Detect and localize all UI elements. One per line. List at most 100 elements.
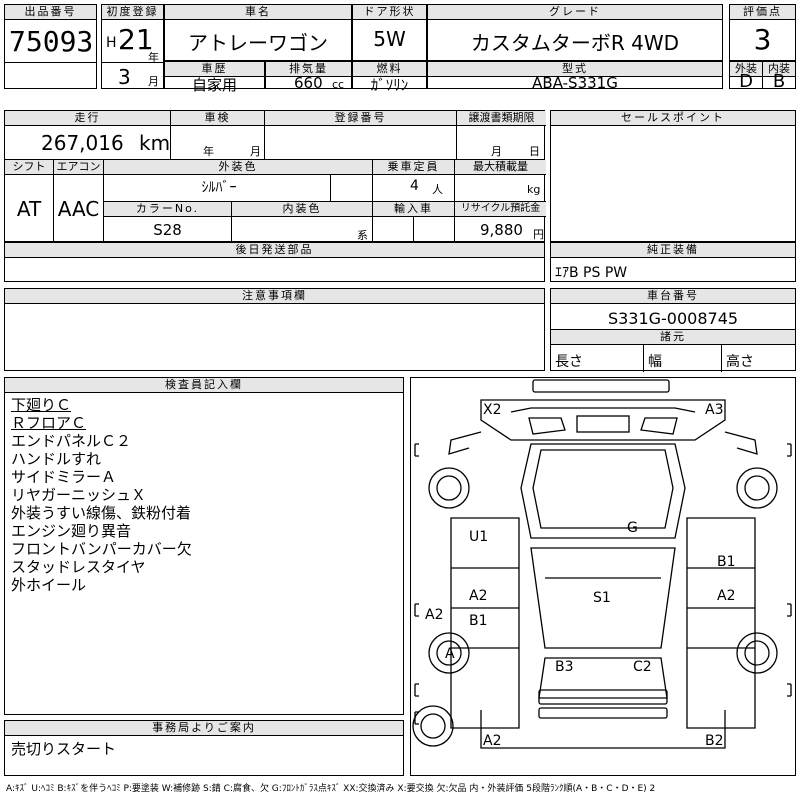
grade: カスタムターボR 4WD [470,31,680,55]
chassis-cell: 車台番号 S331G-0008745 諸元 長さ 幅 高さ [550,288,796,372]
fuel-label: 燃料 [353,62,426,77]
door-label: ドア形状 [353,5,426,20]
mark-g: G [627,520,638,536]
inspector-label: 検査員記入欄 [5,378,403,393]
int-rating-cell: 内装 B [762,61,796,92]
office-text: 売切りスタート [11,740,117,758]
mark-a2-left-side: A2 [469,588,487,604]
model: ABA-S331G [532,74,618,92]
length-label: 長さ [555,354,583,370]
note-item: 下廻りＣ [11,396,72,414]
dims-label: 諸元 [551,330,795,345]
inspector-notes: 下廻りＣ ＲフロアＣ エンドパネルＣ２ ハンドルすれ サイドミラーＡ リヤガーニ… [11,396,192,594]
registration-label: 登録番号 [265,111,456,126]
car-diagram-cell: X2 A3 G U1 B1 A2 S1 A2 B1 A2 A B3 C2 A2 … [410,377,796,776]
car-diagram: X2 A3 G U1 B1 A2 S1 A2 B1 A2 A B3 C2 A2 … [412,379,792,749]
recycle-deposit: 9,880 [480,221,523,239]
month-unit: 月 [148,75,159,88]
mark-a3: A3 [705,402,723,418]
legend: A:ｷｽﾞ U:ﾍｺﾐ B:ｷｽﾞを伴うﾍｺﾐ P:要塗装 W:補修跡 S:錆 … [6,784,656,794]
interior-color-label: 内装色 [232,202,372,217]
score: 3 [753,23,772,56]
lot-number: 75093 [9,25,94,58]
registration-year: 21 [118,23,154,56]
history-cell: 車歴 自家用 [164,61,265,94]
mark-u1: U1 [469,529,488,545]
import-label: 輸入車 [373,202,454,217]
first-registration-label: 初度登録 [102,5,163,20]
ext-rating-label: 外装 [730,62,762,77]
first-registration-cell: 初度登録 H 21 年 3 月 [101,4,164,89]
mark-a2-left-edge: A2 [425,607,443,623]
note-item: 外装うすい線傷、鉄粉付着 [11,504,192,522]
air-conditioner: AAC [57,197,100,221]
chassis-number: S331G-0008745 [607,309,739,328]
mark-c2: C2 [633,659,652,675]
note-item: スタッドレスタイヤ [11,558,146,576]
color-number: S28 [153,221,182,239]
displacement-cell: 排気量 660 cc [265,61,352,92]
era: H [106,35,117,51]
history: 自家用 [191,76,237,94]
mark-b2: B2 [705,733,724,749]
inspection-month-unit: 月 [250,145,261,158]
seats: 4 [410,178,419,194]
equipment-cell: 純正装備 ｴｱB PS PW [550,242,796,282]
displacement-label: 排気量 [266,62,351,77]
caution-label: 注意事項欄 [5,289,544,304]
inspection-year-unit: 年 [203,145,214,158]
fuel-cell: 燃料 ｶﾞｿﾘﾝ [352,61,427,94]
mark-b1-right: B1 [717,554,736,570]
mark-a2-right: A2 [717,588,735,604]
door-type: 5W [373,27,406,51]
sales-point-cell: セールスポイント [550,110,796,242]
lot-number-cell: 出品番号 75093 [4,4,97,89]
ext-rating: D [739,71,753,92]
note-item: 外ホイール [11,576,87,594]
model-label: 型式 [428,62,722,77]
width-label: 幅 [648,354,662,370]
inspection-label: 車検 [171,111,264,126]
seats-unit: 人 [432,183,443,196]
note-item: エンジン廻り異音 [11,522,132,540]
equipment-label: 純正装備 [551,243,795,258]
car-name: アトレーワゴン [188,31,328,55]
mileage: 267,016 [41,131,124,155]
mark-b3: B3 [555,659,574,675]
exterior-color: ｼﾙﾊﾞｰ [201,180,237,196]
yen-unit: 円 [533,228,544,241]
inspector-cell: 検査員記入欄 下廻りＣ ＲフロアＣ エンドパネルＣ２ ハンドルすれ サイドミラー… [4,377,404,715]
spec-block: 走行 267,016 km 車検 年 月 登録番号 譲渡書類期限 月 日 シフト… [4,110,546,243]
score-cell: 評価点 3 [729,4,796,61]
int-rating-label: 内装 [763,62,795,77]
door-cell: ドア形状 5W [352,4,427,61]
equipment: ｴｱB PS PW [555,265,628,281]
later-parts-label: 後日発送部品 [5,243,544,258]
mark-s1: S1 [593,590,611,606]
score-label: 評価点 [730,5,795,20]
color-no-label: カラーNo. [104,202,231,217]
displacement: 660 [294,74,323,92]
transfer-day-unit: 日 [529,145,540,158]
ext-rating-cell: 外装 D [729,61,763,92]
year-unit: 年 [148,51,159,64]
office-label: 事務局よりご案内 [5,721,403,736]
load-unit: kg [527,183,541,196]
transfer-month-unit: 月 [491,145,502,158]
note-item: フロントバンパーカバー欠 [11,540,192,558]
mark-a2-bottom: A2 [483,733,501,749]
int-rating: B [772,71,786,92]
note-item: エンドパネルＣ２ [11,432,132,450]
fuel: ｶﾞｿﾘﾝ [370,76,409,94]
mark-a-wheel: A [445,646,455,662]
transfer-label: 譲渡書類期限 [457,111,546,126]
grade-label: グレード [428,5,722,20]
grade-cell: グレード カスタムターボR 4WD [427,4,723,61]
shift-label: シフト [5,160,53,175]
interior-color-suffix: 系 [357,229,368,242]
load-label: 最大積載量 [455,160,546,175]
note-item: リヤガーニッシュＸ [11,486,147,504]
note-item: サイドミラーＡ [11,468,117,486]
ac-label: エアコン [54,160,103,175]
mark-b1-left: B1 [469,613,488,629]
